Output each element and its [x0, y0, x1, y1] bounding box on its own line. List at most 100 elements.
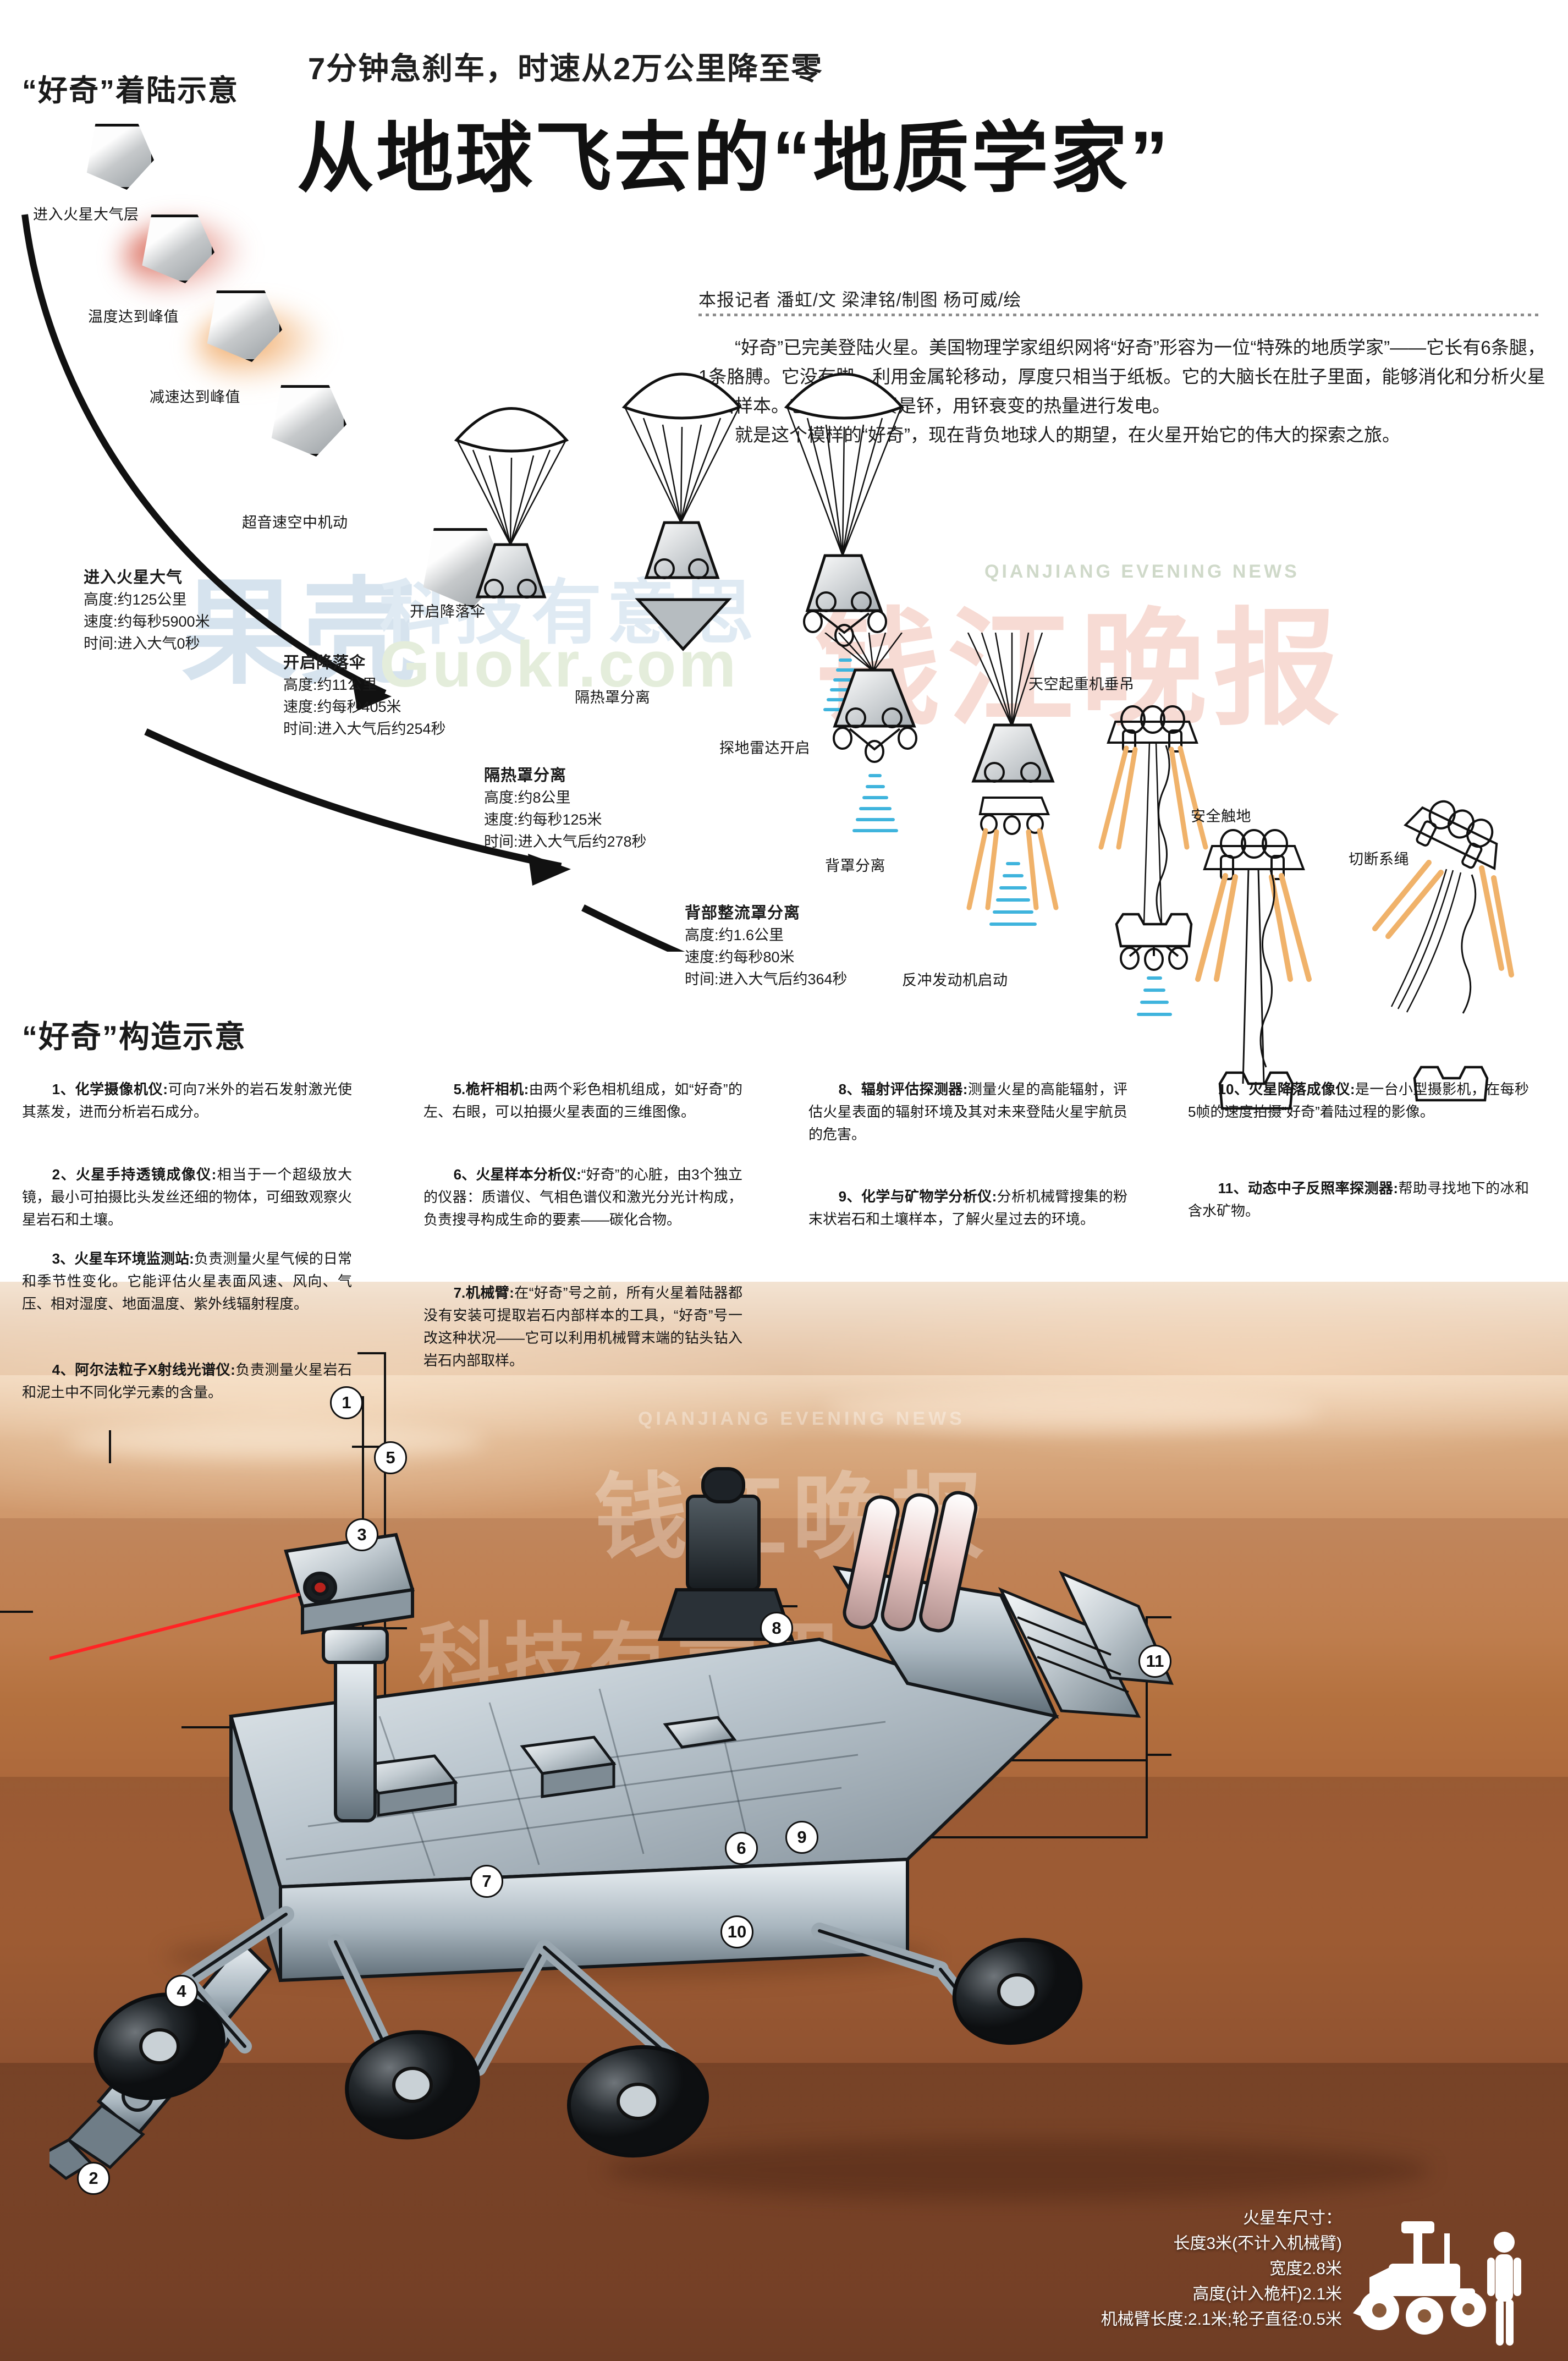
stat-time: 时间:进入大气后约278秒 [484, 833, 647, 850]
legend-text: 由两个彩色相机组成，如“好奇”的左、右眼，可以拍摄火星表面的三维图像。 [423, 1081, 742, 1120]
legend-title: 3、火星车环境监测站: [52, 1250, 194, 1267]
stat-altitude: 高度:约1.6公里 [685, 927, 784, 943]
backshell-separation-stage [824, 633, 917, 832]
dims-height: 高度(计入桅杆)2.1米 [1192, 2285, 1342, 2303]
section-title-structure: “好奇”构造示意 [22, 1019, 246, 1054]
callout-10[interactable]: 10 [720, 1915, 753, 1948]
legend-title: 9、化学与矿物学分析仪: [838, 1188, 997, 1205]
capsule-body [271, 385, 346, 457]
callout-5[interactable]: 5 [374, 1441, 407, 1474]
stat-title: 背部整流罩分离 [685, 904, 801, 922]
stat-block-3: 背部整流罩分离 高度:约1.6公里 速度:约每秒80米 时间:进入大气后约364… [685, 902, 848, 990]
seq-caption-2: 减速达到峰值 [150, 389, 240, 405]
seq-caption-3: 超音速空中机动 [242, 514, 348, 531]
legend-item-11: 11、动态中子反照率探测器:帮助寻找地下的冰和含水矿物。 [1188, 1177, 1529, 1222]
legend-item-3: 3、火星车环境监测站:负责测量火星气候的日常和季节性变化。它能评估火星表面风速、… [22, 1248, 352, 1315]
dims-length: 长度3米(不计入机械臂) [1173, 2234, 1342, 2253]
stat-title: 进入火星大气 [84, 569, 183, 586]
callout-3[interactable]: 3 [345, 1518, 378, 1551]
stat-altitude: 高度:约11公里 [283, 677, 377, 693]
stat-time: 时间:进入大气0秒 [84, 635, 200, 652]
seq-caption-4: 开启降落伞 [410, 603, 486, 620]
parachute-stage-1 [454, 407, 569, 599]
legend-item-1: 1、化学摄像机仪:可向7米外的岩石发射激光使其蒸发，进而分析岩石成分。 [22, 1078, 352, 1123]
legend-item-7: 7.机械臂:在“好奇”号之前，所有火星着陆器都没有安装可提取岩石内部样本的工具，… [423, 1282, 742, 1372]
skycrane-lowering-stage [1098, 705, 1208, 1016]
byline-divider [698, 314, 1540, 316]
safe-touchdown-stage [1195, 829, 1312, 1110]
legend-item-6: 6、火星样本分析仪:“好奇”的心脏，由3个独立的仪器：质谱仪、气相色谱仪和激光分… [423, 1163, 742, 1231]
stat-block-0: 进入火星大气 高度:约125公里 速度:约每秒5900米 时间:进入大气0秒 [84, 567, 210, 655]
entry-capsule-3 [202, 290, 282, 362]
legend-item-10: 10、火星降落成像仪:是一台小型摄影机，在每秒5帧的速度拍摄“好奇”着陆过程的影… [1188, 1078, 1529, 1123]
terrain-band-4 [0, 2063, 1568, 2294]
seq-caption-5: 隔热罩分离 [575, 689, 651, 706]
legend-title: 7.机械臂: [453, 1284, 514, 1301]
human-scale-silhouette-icon [1487, 2232, 1521, 2346]
seq-caption-0: 进入火星大气层 [33, 206, 139, 223]
lede-paragraph-2: 就是这个模样的“好奇”，现在背负地球人的期望，在火星开始它的伟大的探索之旅。 [735, 425, 1400, 445]
legend-text: 测量火星的高能辐射，评估火星表面的辐射环境及其对未来登陆火星宇航员的危害。 [808, 1081, 1127, 1143]
seq-caption-9: 天空起重机垂吊 [1028, 676, 1135, 693]
legend-text: 相当于一个超级放大镜，最小可拍摄比头发丝还细的物体，可细致观察火星岩石和土壤。 [22, 1166, 352, 1228]
callout-8[interactable]: 8 [760, 1612, 793, 1645]
capsule-body [86, 124, 154, 190]
rover-dimensions-block: 火星车尺寸： 长度3米(不计入机械臂) 宽度2.8米 高度(计入桅杆)2.1米 … [902, 2206, 1342, 2332]
stat-speed: 速度:约每秒80米 [685, 949, 795, 965]
dims-arm: 机械臂长度:2.1米;轮子直径:0.5米 [1101, 2310, 1342, 2329]
entry-capsule-2 [137, 215, 214, 283]
section-title-landing: “好奇”着陆示意 [22, 74, 239, 107]
capsule-body [142, 215, 214, 283]
seq-caption-7: 背罩分离 [825, 858, 885, 874]
legend-title: 6、火星样本分析仪: [453, 1166, 581, 1183]
parachute-stage-2-heatshield-sep [621, 372, 742, 651]
legend-title: 10、火星降落成像仪: [1218, 1081, 1355, 1097]
seq-caption-1: 温度达到峰值 [88, 309, 179, 325]
retro-rocket-stage [966, 633, 1059, 926]
stat-speed: 速度:约每秒125米 [484, 811, 602, 828]
legend-item-5: 5.桅杆相机:由两个彩色相机组成，如“好奇”的左、右眼，可以拍摄火星表面的三维图… [423, 1078, 742, 1123]
stat-altitude: 高度:约125公里 [84, 591, 187, 608]
dims-title: 火星车尺寸： [1243, 2209, 1342, 2227]
callout-4[interactable]: 4 [165, 1975, 198, 2008]
legend-text: 帮助寻找地下的冰和含水矿物。 [1188, 1180, 1529, 1219]
entry-capsule-4 [267, 385, 346, 457]
stat-block-2: 隔热罩分离 高度:约8公里 速度:约每秒125米 时间:进入大气后约278秒 [484, 765, 647, 853]
seq-caption-11: 切断系绳 [1349, 851, 1409, 867]
legend-title: 11、动态中子反照率探测器: [1218, 1180, 1399, 1196]
legend-title: 2、火星手持透镜成像仪: [52, 1166, 217, 1183]
callout-2[interactable]: 2 [77, 2162, 110, 2195]
legend-text: 分析机械臂搜集的粉末状岩石和土壤样本，了解火星过去的环境。 [808, 1188, 1127, 1227]
callout-1[interactable]: 1 [330, 1386, 363, 1419]
dims-width: 宽度2.8米 [1269, 2260, 1342, 2278]
stat-title: 隔热罩分离 [484, 767, 567, 784]
callout-6[interactable]: 6 [725, 1832, 758, 1865]
legend-text: 负责测量火星岩石和泥土中不同化学元素的含量。 [22, 1361, 352, 1401]
stat-time: 时间:进入大气后约254秒 [283, 721, 446, 737]
stat-time: 时间:进入大气后约364秒 [685, 971, 848, 987]
page-title: 从地球飞去的“地质学家” [297, 115, 1171, 201]
stat-title: 开启降落伞 [283, 654, 366, 672]
stat-altitude: 高度:约8公里 [484, 789, 571, 806]
seq-caption-10: 安全触地 [1191, 808, 1251, 825]
legend-title: 5.桅杆相机: [453, 1081, 529, 1097]
legend-item-2: 2、火星手持透镜成像仪:相当于一个超级放大镜，最小可拍摄比头发丝还细的物体，可细… [22, 1163, 352, 1231]
seq-caption-6: 探地雷达开启 [719, 740, 810, 756]
terrain-streak [825, 1392, 1320, 1430]
legend-title: 8、辐射评估探测器: [838, 1081, 968, 1097]
stat-speed: 速度:约每秒5900米 [84, 613, 210, 630]
legend-item-9: 9、化学与矿物学分析仪:分析机械臂搜集的粉末状岩石和土壤样本，了解火星过去的环境… [808, 1185, 1127, 1231]
rover-silhouette-icon [1353, 2221, 1486, 2335]
legend-item-4: 4、阿尔法粒子X射线光谱仪:负责测量火星岩石和泥土中不同化学元素的含量。 [22, 1359, 352, 1404]
callout-11[interactable]: 11 [1138, 1645, 1171, 1678]
byline: 本报记者 潘虹/文 梁津铭/制图 杨可威/绘 [698, 290, 1022, 310]
terrain-streak [66, 1425, 484, 1458]
legend-text: 可向7米外的岩石发射激光使其蒸发，进而分析岩石成分。 [22, 1081, 352, 1120]
legend-text: 是一台小型摄影机，在每秒5帧的速度拍摄“好奇”着陆过程的影像。 [1188, 1081, 1529, 1120]
callout-7[interactable]: 7 [470, 1865, 503, 1898]
stat-speed: 速度:约每秒405米 [283, 699, 401, 715]
legend-title: 1、化学摄像机仪: [52, 1081, 168, 1097]
kicker-text: 7分钟急刹车，时速从2万公里降至零 [308, 51, 823, 86]
seq-caption-8: 反冲发动机启动 [902, 972, 1008, 989]
callout-9[interactable]: 9 [785, 1821, 818, 1854]
